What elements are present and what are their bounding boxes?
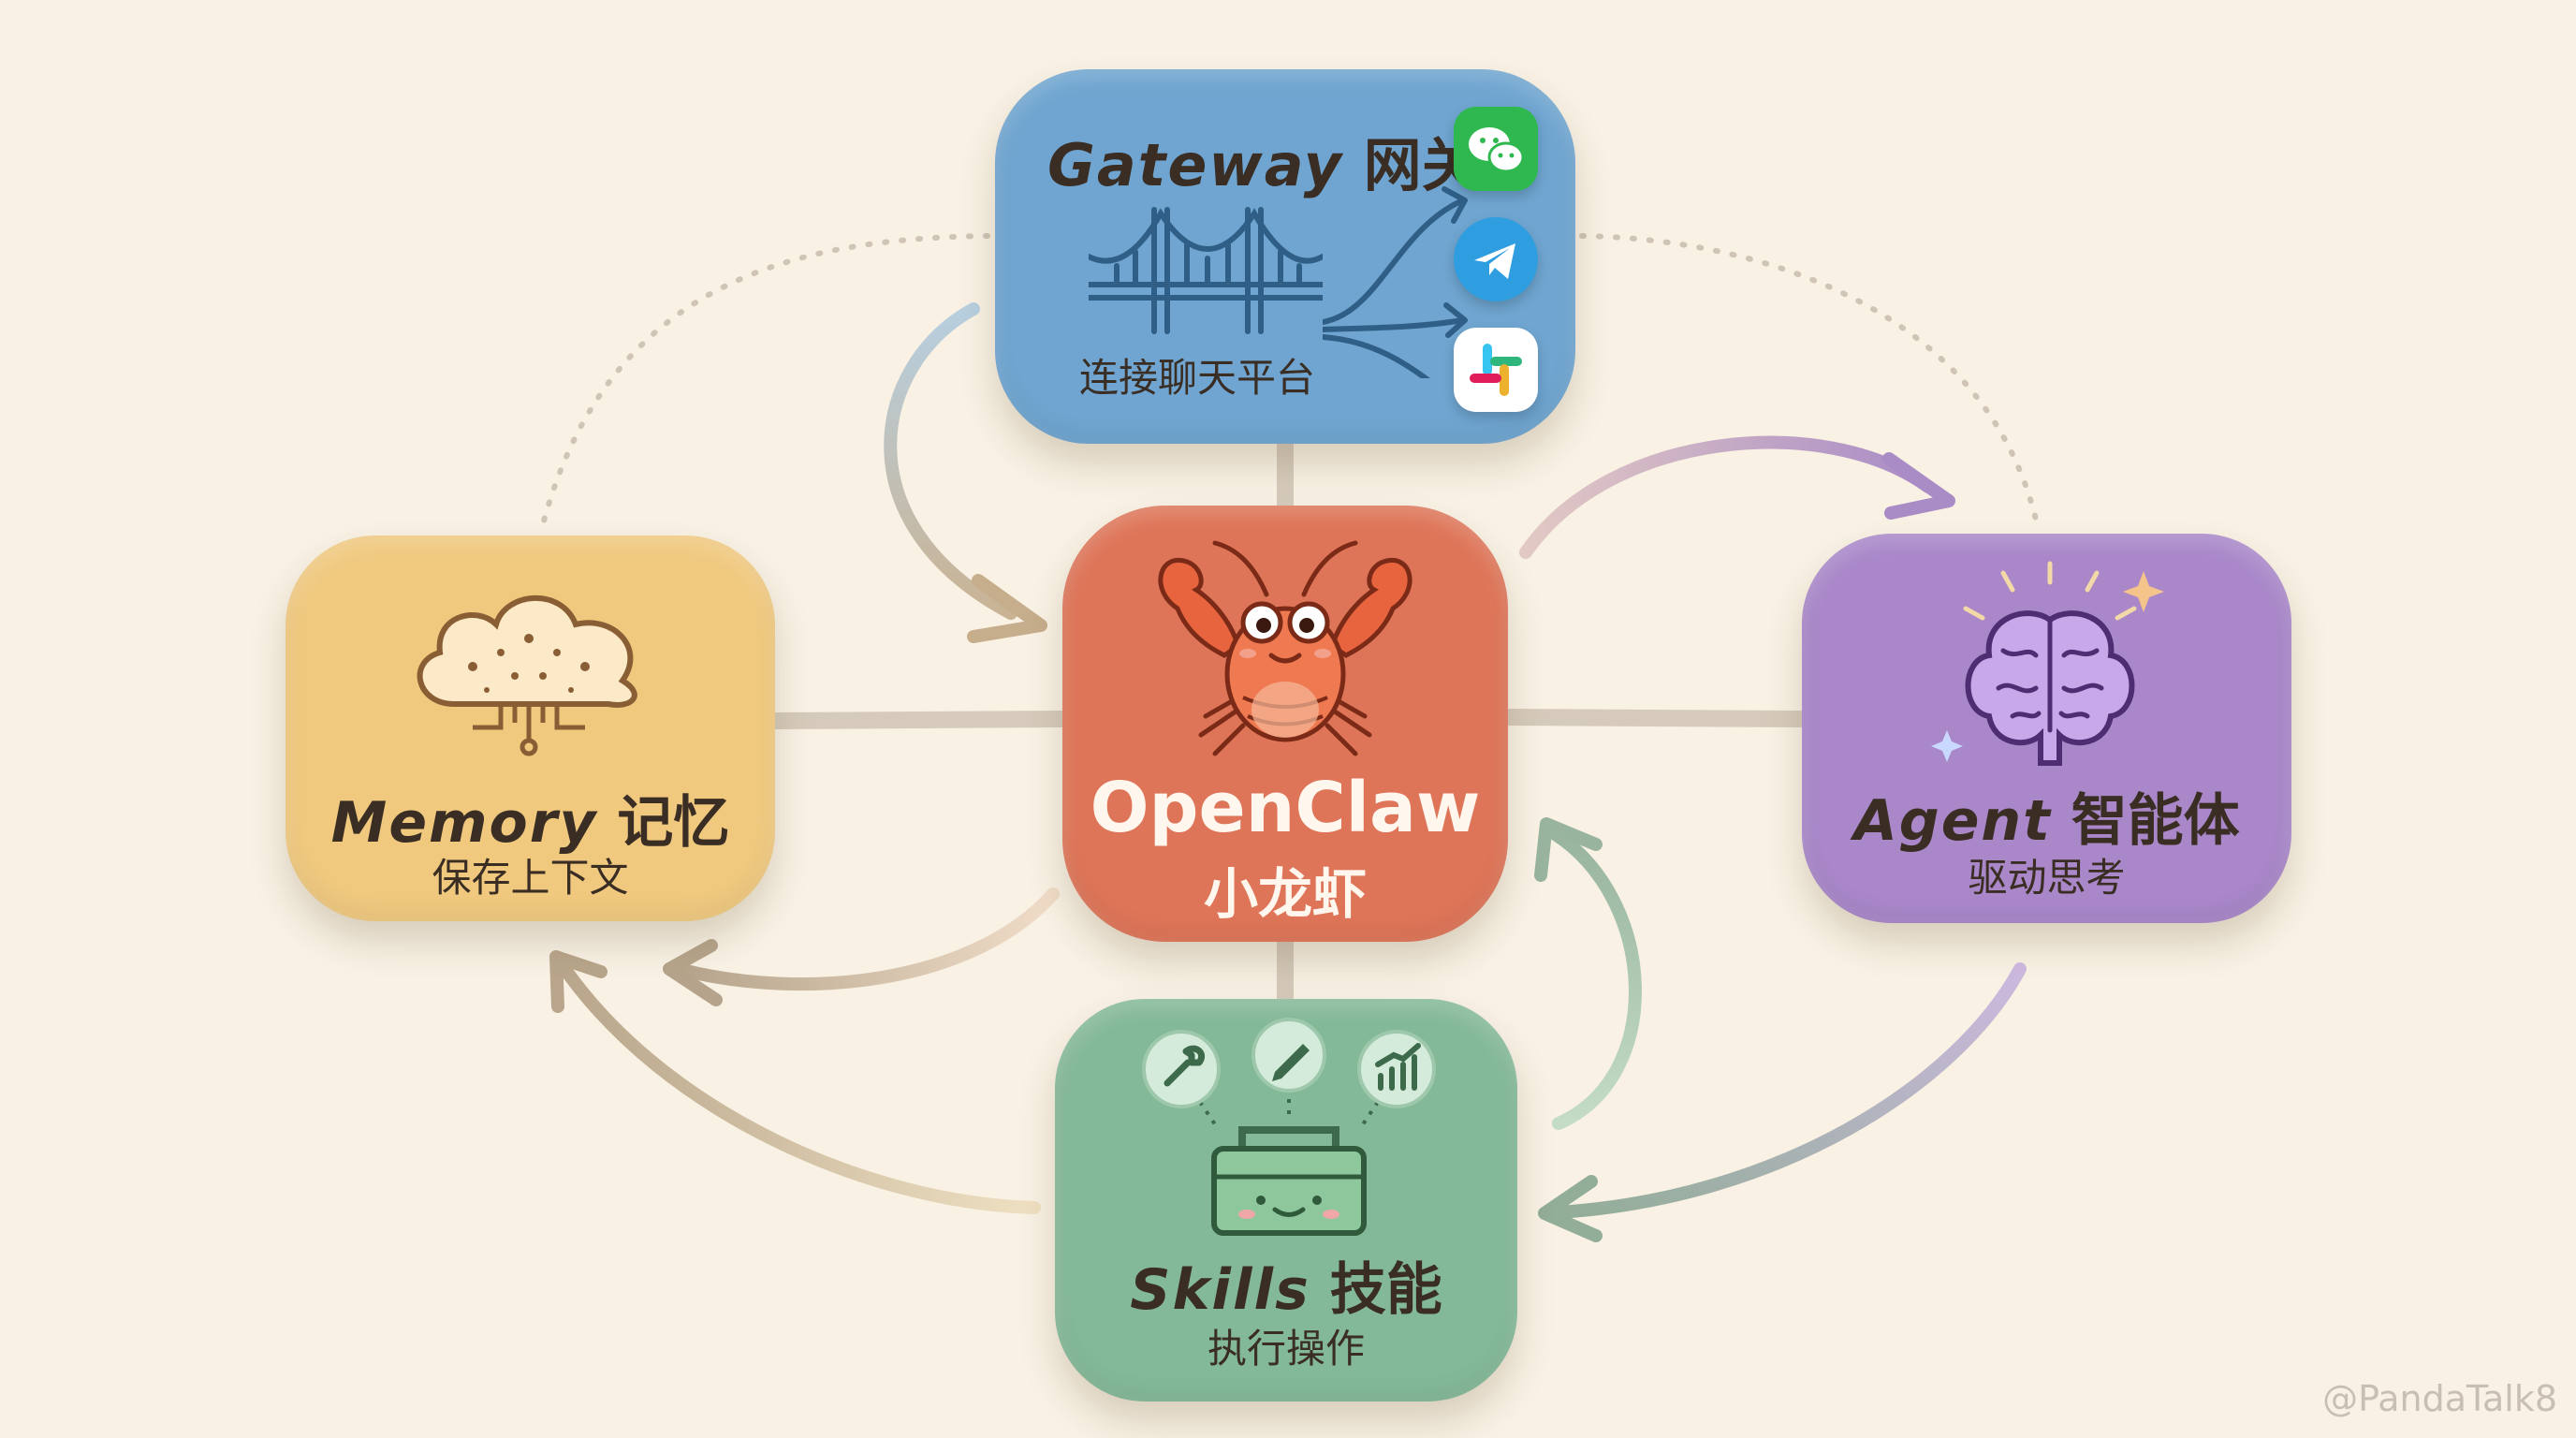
arrowhead-core-to-agent <box>1882 452 1955 520</box>
dotted-link-gateway-agent <box>1579 233 2039 522</box>
openclaw-subtitle: 小龙虾 <box>1203 862 1367 926</box>
pen-icon <box>1272 1044 1310 1081</box>
gateway-fanout-arrows <box>1323 186 1468 378</box>
cloud-memory-icon <box>417 594 637 756</box>
spoke-core-agent <box>1506 709 1803 727</box>
openclaw-title: OpenClaw <box>1090 768 1481 848</box>
skills-title: Skills 技能 <box>1055 1244 1517 1326</box>
agent-title-zh: 智能体 <box>2071 788 2240 854</box>
arrowhead-skills-to-core <box>1534 817 1603 882</box>
memory-title-en: Memory <box>330 790 598 856</box>
arrow-core-to-memory <box>672 888 1060 991</box>
openclaw-core-node[interactable]: OpenClaw 小龙虾 <box>1062 506 1508 942</box>
toolbox-skills-icon <box>1142 1018 1436 1236</box>
arrowhead-core-to-memory <box>663 939 723 1006</box>
watermark: @PandaTalk8 <box>2322 1378 2557 1419</box>
gateway-title-en: Gateway <box>1047 131 1344 199</box>
gateway-node[interactable]: Gateway 网关 连接聊天平台 <box>995 69 1575 444</box>
skills-subtitle: 执行操作 <box>1207 1326 1365 1372</box>
arrow-gateway-to-core <box>884 302 1017 620</box>
spoke-memory-core <box>774 711 1063 729</box>
agent-title-en: Agent <box>1853 788 2052 854</box>
memory-title: Memory 记忆 <box>285 777 775 858</box>
memory-subtitle: 保存上下文 <box>432 855 629 901</box>
agent-title: Agent 智能体 <box>1802 775 2291 857</box>
telegram-icon[interactable] <box>1454 217 1538 301</box>
wrench-icon <box>1164 1045 1206 1087</box>
arrow-skills-to-core <box>1547 827 1642 1130</box>
dotted-link-gateway-memory <box>540 233 990 527</box>
chart-icon <box>1375 1043 1421 1091</box>
arrow-core-to-agent <box>1519 435 1935 559</box>
skills-title-zh: 技能 <box>1329 1257 1442 1323</box>
brain-icon <box>1931 561 2164 766</box>
memory-title-zh: 记忆 <box>617 790 730 856</box>
arrowhead-gateway-to-core <box>967 574 1047 643</box>
slack-icon[interactable] <box>1454 328 1538 412</box>
wechat-icon[interactable] <box>1454 107 1538 191</box>
skills-node[interactable]: Skills 技能 执行操作 <box>1055 999 1517 1401</box>
arrow-agent-to-skills <box>1552 962 2027 1219</box>
memory-node[interactable]: Memory 记忆 保存上下文 <box>285 536 775 921</box>
arrowhead-agent-to-skills <box>1538 1175 1603 1242</box>
crayfish-mascot-icon <box>1158 540 1412 756</box>
arrowhead-skills-to-memory <box>549 950 607 1013</box>
agent-subtitle: 驱动思考 <box>1968 855 2126 901</box>
bridge-icon <box>1089 207 1323 334</box>
skills-title-en: Skills <box>1130 1257 1310 1323</box>
gateway-subtitle: 连接聊天平台 <box>1079 355 1316 401</box>
agent-node[interactable]: Agent 智能体 驱动思考 <box>1802 534 2291 923</box>
arrow-skills-to-memory <box>555 958 1041 1214</box>
